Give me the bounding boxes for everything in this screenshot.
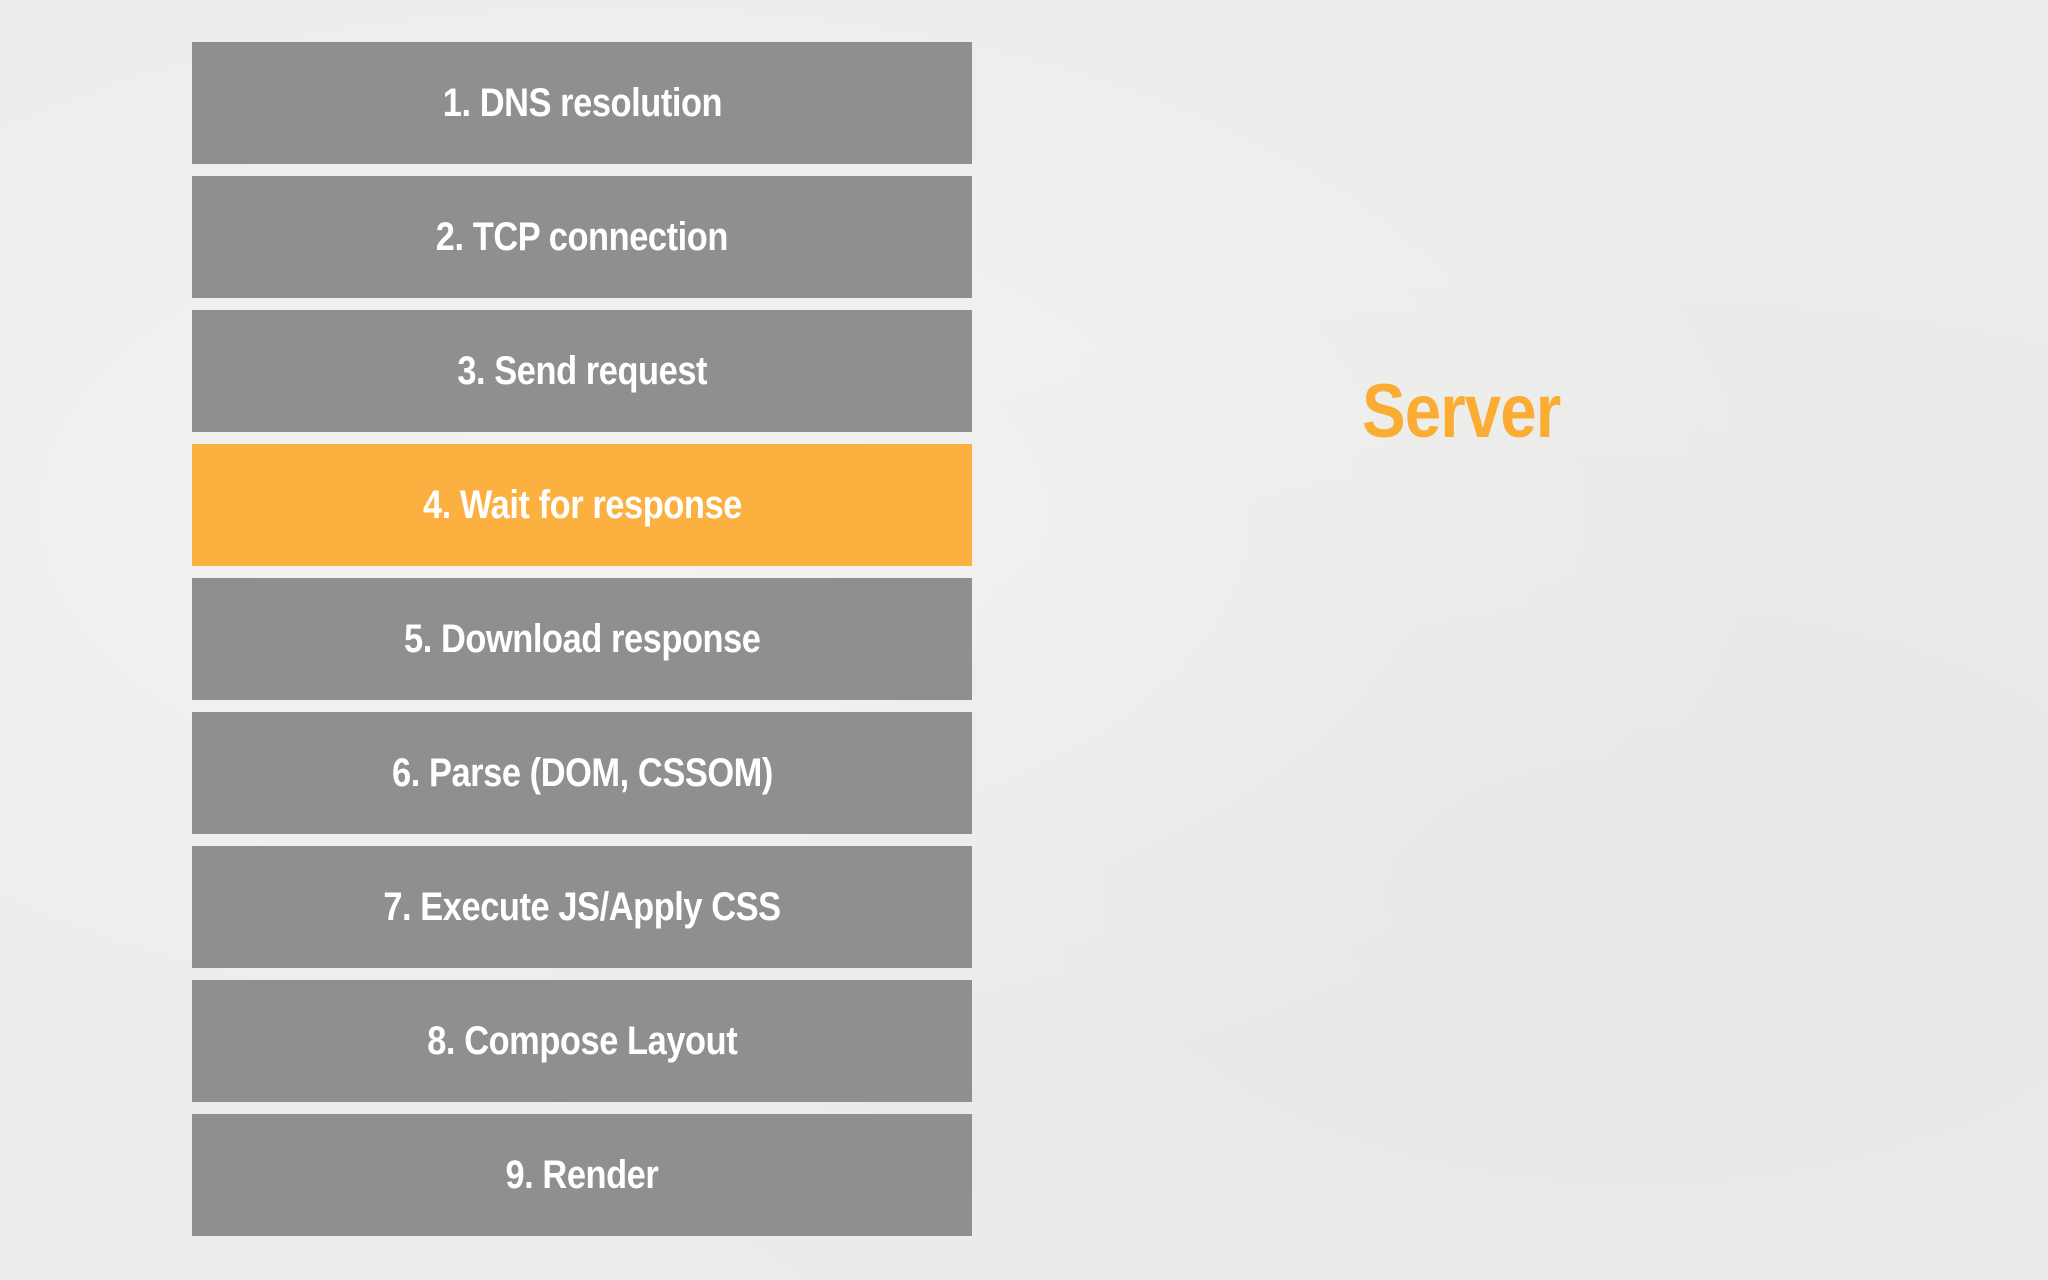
- step-label: 5. Download response: [403, 616, 761, 661]
- page-load-steps-list: 1. DNS resolution 2. TCP connection 3. S…: [192, 42, 972, 1236]
- step-render: 9. Render: [192, 1114, 972, 1236]
- step-label: 9. Render: [505, 1152, 659, 1197]
- step-parse: 6. Parse (DOM, CSSOM): [192, 712, 972, 834]
- step-wait-for-response: 4. Wait for response: [192, 444, 972, 566]
- step-label: 4. Wait for response: [422, 482, 742, 527]
- step-label: 1. DNS resolution: [442, 80, 722, 125]
- server-label: Server: [1362, 369, 1561, 454]
- step-tcp-connection: 2. TCP connection: [192, 176, 972, 298]
- step-label: 6. Parse (DOM, CSSOM): [391, 750, 773, 795]
- step-execute-js-apply-css: 7. Execute JS/Apply CSS: [192, 846, 972, 968]
- step-label: 7. Execute JS/Apply CSS: [383, 884, 781, 929]
- step-dns-resolution: 1. DNS resolution: [192, 42, 972, 164]
- step-label: 2. TCP connection: [435, 214, 729, 259]
- step-label: 3. Send request: [457, 348, 707, 393]
- step-compose-layout: 8. Compose Layout: [192, 980, 972, 1102]
- step-label: 8. Compose Layout: [426, 1018, 737, 1063]
- step-send-request: 3. Send request: [192, 310, 972, 432]
- step-download-response: 5. Download response: [192, 578, 972, 700]
